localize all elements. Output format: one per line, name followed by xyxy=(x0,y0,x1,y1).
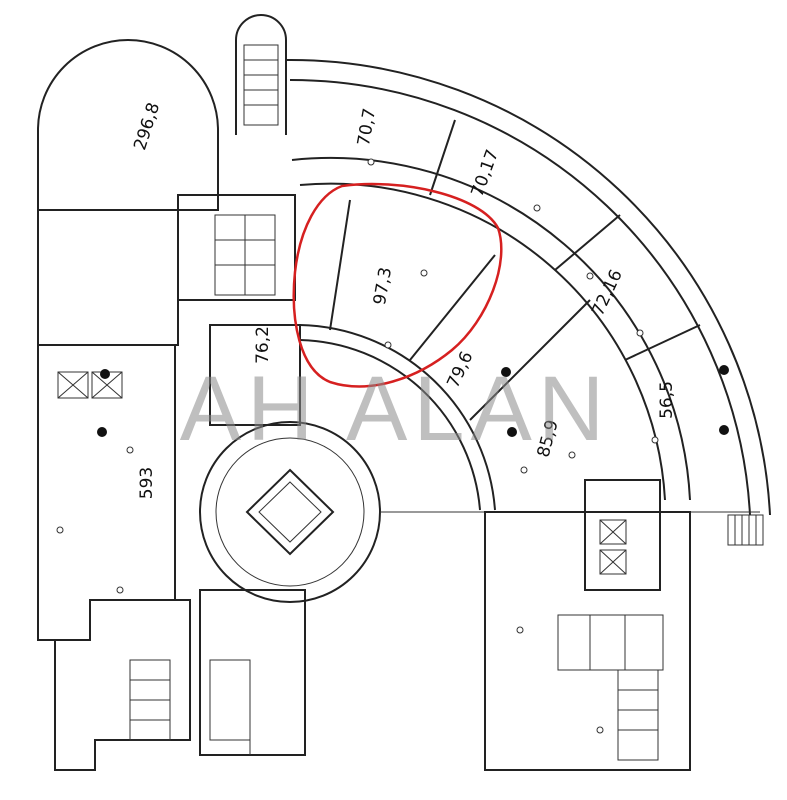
west-core xyxy=(177,194,296,301)
wc-block xyxy=(557,614,664,671)
east-steps xyxy=(727,514,764,546)
watermark: AH ALAN xyxy=(180,358,611,460)
divider xyxy=(554,214,621,271)
area-label-west-mid: 76,2 xyxy=(253,326,273,364)
divider xyxy=(624,324,701,361)
area-label-west-long: 593 xyxy=(137,467,157,499)
area-label-arc-3: 72,16 xyxy=(588,267,627,320)
inner-arc-outer xyxy=(299,324,496,511)
west-block xyxy=(37,209,179,346)
area-label-inner-1: 97,3 xyxy=(370,266,396,307)
inner-arc-inner xyxy=(299,339,481,511)
area-label-arc-2: 70,17 xyxy=(468,147,503,200)
area-label-arc-1: 70,7 xyxy=(354,107,380,148)
highlight-outline xyxy=(292,182,503,388)
rotunda-diamond xyxy=(245,468,335,556)
north-stair-tower xyxy=(235,14,287,135)
north-dome-room xyxy=(37,39,219,211)
room-76-2 xyxy=(209,324,301,426)
arc-corridor-outer xyxy=(291,157,691,501)
area-label-arc-4: 56,5 xyxy=(657,381,677,419)
column-markers xyxy=(56,158,729,734)
south-west-block xyxy=(54,599,191,771)
area-label-north-dome: 296,8 xyxy=(130,100,164,152)
lift xyxy=(57,371,89,399)
stair xyxy=(243,44,279,126)
divider xyxy=(409,254,496,361)
arc-corridor-inner xyxy=(299,182,666,501)
outer-facade-arc-inner xyxy=(289,78,751,516)
stair xyxy=(617,669,659,761)
divider xyxy=(329,199,351,331)
divider xyxy=(429,119,456,196)
lift-core xyxy=(584,479,661,591)
south-east-block xyxy=(484,511,691,771)
outer-facade-arc xyxy=(284,58,771,516)
south-middle-block xyxy=(199,589,306,756)
divider xyxy=(469,299,591,421)
